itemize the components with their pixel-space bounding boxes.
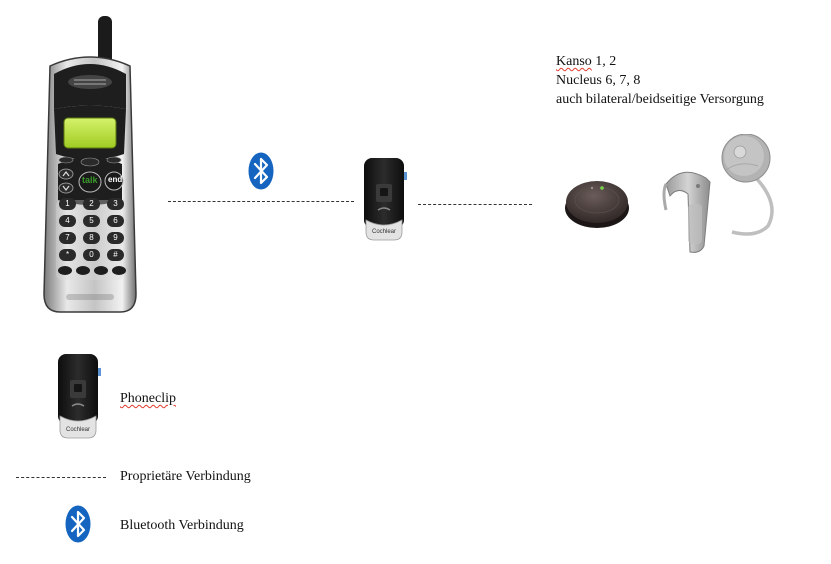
oval-key <box>94 266 108 275</box>
end-key-label: end <box>108 175 123 184</box>
keypad-key: 6 <box>107 215 124 227</box>
keypad-key: 8 <box>83 232 100 244</box>
legend-phoneclip-image <box>58 354 101 439</box>
keypad-key: * <box>59 249 76 261</box>
legend-phoneclip-label: Phoneclip <box>120 391 176 406</box>
phoneclip-brand-label: Cochlear <box>372 229 397 235</box>
compat-line-bilateral: auch bilateral/beidseitige Versorgung <box>556 92 764 107</box>
keypad-key: 0 <box>83 249 100 261</box>
phone-bottom-keys <box>58 266 126 275</box>
bluetooth-connection-line <box>168 201 354 202</box>
legend-bluetooth-label: Bluetooth Verbindung <box>120 518 244 533</box>
phone-keypad: 1 2 3 4 5 6 7 8 9 * 0 # <box>59 198 125 261</box>
nucleus-processor-image <box>662 134 774 253</box>
talk-key-label: talk <box>82 175 98 185</box>
keypad-key: 9 <box>107 232 124 244</box>
keypad-key: 2 <box>83 198 100 210</box>
keypad-key: 3 <box>107 198 124 210</box>
compat-brand-kanso: Kanso <box>556 54 592 69</box>
oval-key <box>58 266 72 275</box>
compat-line-kanso: Kanso 1, 2 <box>556 52 764 71</box>
compatibility-list: Kanso 1, 2 Nucleus 6, 7, 8 auch bilatera… <box>556 52 764 109</box>
phoneclip-image <box>364 158 407 241</box>
proprietary-connection-line <box>418 204 532 205</box>
keypad-key: 7 <box>59 232 76 244</box>
legend-phoneclip-brand-label: Cochlear <box>66 427 91 433</box>
keypad-key: 4 <box>59 215 76 227</box>
oval-key <box>76 266 90 275</box>
compat-kanso-versions: 1, 2 <box>591 54 617 69</box>
bluetooth-icon <box>248 152 274 190</box>
keypad-key: 5 <box>83 215 100 227</box>
compat-line-nucleus: Nucleus 6, 7, 8 <box>556 73 641 88</box>
oval-key <box>112 266 126 275</box>
legend-proprietary-line <box>16 477 106 478</box>
keypad-key: 1 <box>59 198 76 210</box>
keypad-key: # <box>107 249 124 261</box>
legend-bluetooth-icon <box>65 505 91 543</box>
kanso-processor-image <box>565 181 629 228</box>
legend-proprietary-label: Proprietäre Verbindung <box>120 469 251 484</box>
